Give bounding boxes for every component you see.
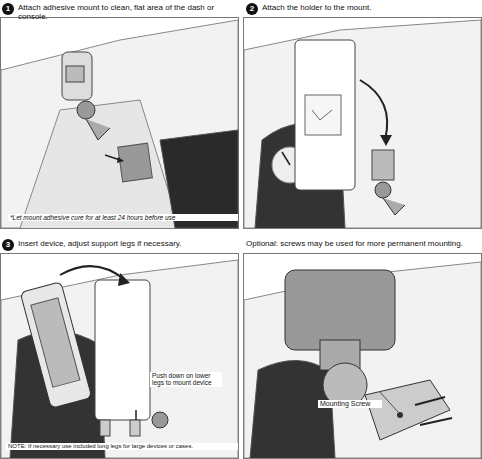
step-number: 1	[2, 3, 14, 15]
screw-mount-drawing	[244, 262, 481, 458]
step-instruction: Attach the holder to the mount.	[262, 3, 477, 12]
part-label: Mounting Screw	[318, 400, 382, 408]
step-number: 3	[2, 239, 14, 251]
step-instruction: Attach adhesive mount to clean, flat are…	[18, 3, 243, 21]
note: NOTE: If necessary use included long leg…	[6, 443, 238, 450]
dashboard-drawing	[1, 20, 238, 228]
optional-instruction: Optional: screws may be used for more pe…	[246, 239, 478, 248]
step-instruction: Insert device, adjust support legs if ne…	[18, 239, 243, 248]
panel-frame	[1, 18, 239, 229]
panel-frame	[244, 254, 482, 459]
cure-note: *Let mount adhesive cure for at least 24…	[8, 214, 238, 221]
step-number: 2	[246, 3, 258, 15]
holder-drawing	[244, 20, 481, 228]
device-drawing	[1, 260, 238, 458]
panel-frame	[1, 254, 239, 459]
callout-note: Push down on lower legs to mount device	[150, 372, 222, 387]
panel-frame	[244, 18, 482, 229]
